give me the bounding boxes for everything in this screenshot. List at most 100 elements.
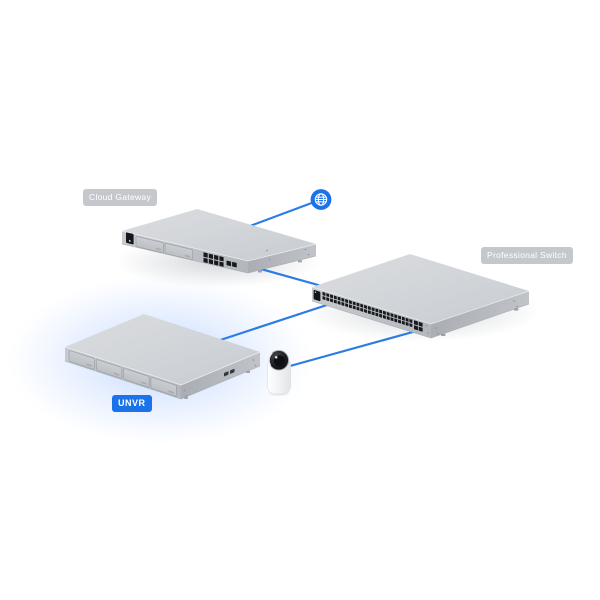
rj45-port (219, 261, 224, 267)
rj45-port (214, 260, 219, 266)
rj45-port (394, 318, 398, 323)
rj45-port (337, 300, 341, 305)
cloud-gateway-rj45-ports (203, 252, 224, 267)
sfp-port (414, 325, 418, 331)
unvr-side-face (181, 352, 260, 399)
rj45-port (375, 312, 379, 317)
cloud-gateway-bottom-edge (121, 243, 317, 274)
rj45-port (360, 303, 364, 308)
rj45-port (322, 291, 326, 297)
rj45-port (379, 313, 383, 318)
professional-switch-label[interactable]: Professional Switch (481, 247, 573, 264)
rj45-port (398, 319, 401, 324)
rj45-port (367, 310, 371, 315)
camera-device[interactable] (267, 350, 291, 395)
bay-latch (185, 254, 190, 258)
rj45-port (208, 258, 213, 265)
rj45-port (352, 301, 356, 306)
rj45-port (405, 317, 409, 322)
rj45-port (322, 295, 326, 301)
rj45-port (345, 298, 349, 304)
switch-rj45-ports (322, 291, 413, 328)
unvr-edge-highlight (64, 346, 261, 386)
cloud-gateway-edge-highlight (121, 230, 317, 262)
switch-screen (313, 290, 321, 302)
unvr-device[interactable] (64, 314, 261, 400)
rj45-port (379, 309, 383, 314)
unvr-screws (183, 359, 257, 397)
internet-node[interactable] (310, 189, 332, 210)
rj45-port (214, 254, 219, 261)
bay-latch (156, 247, 161, 251)
rj45-port (348, 300, 352, 305)
rj45-port (345, 303, 349, 308)
rj45-port (386, 316, 390, 321)
rj45-port (356, 302, 360, 307)
globe-icon (314, 193, 328, 206)
switch-sfp-ports (414, 320, 423, 332)
bay-latch (168, 390, 174, 394)
unvr-side-ports (224, 368, 235, 377)
rj45-port (394, 314, 398, 319)
rj45-port (382, 314, 386, 319)
cloud-gateway-screws (266, 248, 310, 261)
switch-edge-highlight (311, 286, 530, 325)
rj45-port (390, 317, 394, 322)
unvr-drive-bays (68, 350, 177, 397)
rj45-port (409, 318, 413, 324)
cloud-gateway-top-face (122, 209, 316, 261)
sfp-port (418, 321, 423, 327)
rj45-port (337, 296, 341, 301)
rj45-port (219, 256, 224, 262)
switch-bottom-edge (311, 300, 530, 339)
rj45-port (401, 320, 405, 325)
unvr-top-face (65, 314, 260, 385)
rj45-port (382, 310, 386, 315)
rj45-port (409, 323, 413, 328)
rj45-port (371, 307, 375, 312)
rj45-port (371, 311, 375, 316)
rj45-port (356, 306, 360, 311)
rj45-port (326, 293, 330, 298)
cloud-gateway-device[interactable] (121, 209, 317, 274)
rj45-port (360, 307, 364, 312)
rj45-port (208, 253, 213, 259)
sfp-port (414, 320, 418, 326)
rj45-port (326, 297, 330, 302)
cloud-gateway-drive-bays (135, 236, 193, 261)
unvr-feet (184, 370, 250, 399)
rj45-port (386, 311, 390, 317)
bay-latch (86, 363, 92, 367)
rj45-port (330, 298, 333, 303)
switch-top-face (312, 254, 529, 324)
switch-side-face (431, 291, 529, 338)
unvr-label[interactable]: UNVR (112, 395, 152, 412)
rj45-port (401, 316, 405, 321)
rj45-port (405, 321, 409, 327)
rj45-port (348, 304, 352, 309)
sfp-port (232, 261, 237, 268)
rj45-port (330, 294, 333, 299)
rj45-port (203, 252, 208, 258)
rj45-port (333, 299, 337, 304)
rj45-port (390, 313, 394, 318)
rj45-port (364, 304, 367, 309)
switch-feet (441, 308, 519, 336)
cloud-gateway-sfp-ports (226, 260, 237, 268)
cloud-gateway-screen (126, 232, 134, 245)
rj45-port (203, 257, 208, 264)
rj45-port (364, 308, 367, 314)
rj45-port (367, 306, 371, 311)
camera-lens-rim-highlight (268, 352, 273, 366)
sfp-port (226, 260, 232, 267)
cloud-gateway-label[interactable]: Cloud Gateway (83, 189, 158, 206)
professional-switch-device[interactable] (311, 254, 530, 339)
rj45-port (341, 301, 345, 306)
bay-latch (141, 381, 147, 385)
rj45-port (398, 315, 401, 320)
camera-lens-glint (274, 356, 278, 359)
rj45-port (352, 305, 356, 310)
connection-line-internet-gateway (248, 198, 323, 228)
